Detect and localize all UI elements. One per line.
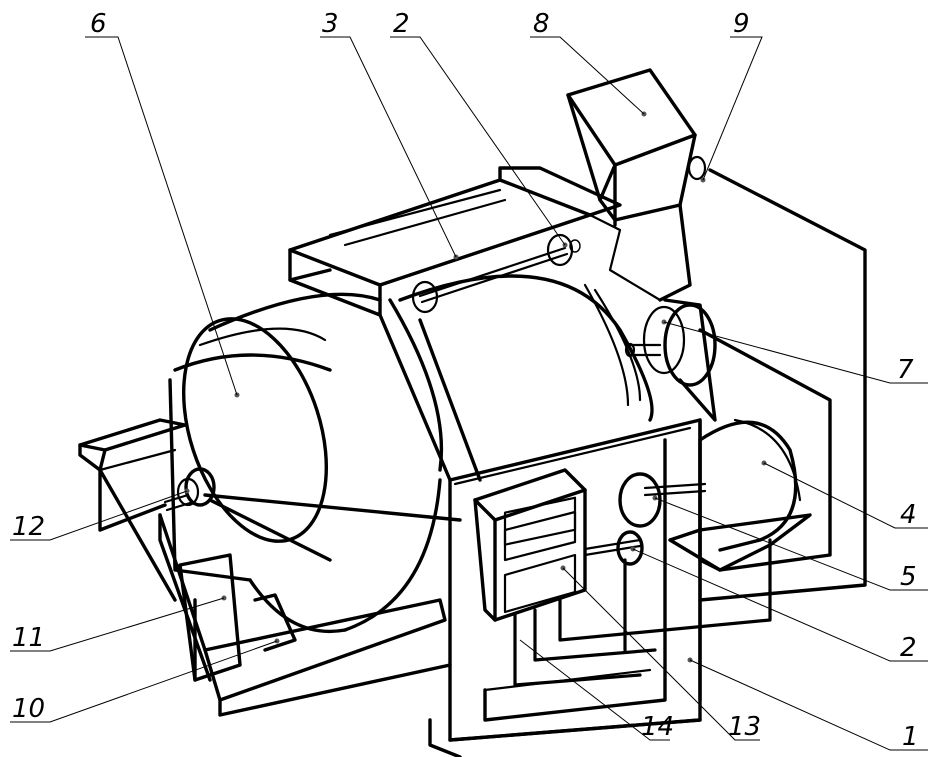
- callout-5: 5: [900, 562, 917, 592]
- callout-11: 11: [12, 623, 45, 653]
- hub-assembly: [163, 467, 462, 562]
- callout-1: 1: [902, 722, 919, 752]
- hopper: [566, 68, 707, 302]
- frame-stand: [428, 418, 702, 757]
- discharge-tray: [78, 418, 187, 602]
- callout-3: 3: [322, 9, 339, 39]
- motor: [583, 418, 812, 572]
- sieve-drum: [168, 292, 444, 634]
- callout-4: 4: [900, 500, 917, 530]
- callout-14: 14: [641, 712, 674, 742]
- callout-13: 13: [728, 712, 761, 742]
- leader-lines: [10, 36, 928, 751]
- control-cabinet: [473, 468, 772, 687]
- rear-drive: [624, 168, 867, 602]
- callout-labels: 6 3 2 8 9 7 4 5 2 1 13 14 10 11 12: [12, 9, 919, 752]
- callout-markers: [184, 111, 767, 663]
- callout-12: 12: [12, 512, 45, 542]
- main-drum: [398, 233, 654, 482]
- callout-9: 9: [733, 9, 750, 39]
- callout-7: 7: [897, 355, 914, 385]
- base-supports: [158, 513, 452, 717]
- callout-6: 6: [90, 9, 107, 39]
- callout-2-top: 2: [393, 9, 410, 39]
- top-yoke-frame: [288, 166, 622, 482]
- callout-8: 8: [533, 9, 550, 39]
- callout-2-right: 2: [900, 633, 917, 663]
- callout-10: 10: [12, 694, 45, 724]
